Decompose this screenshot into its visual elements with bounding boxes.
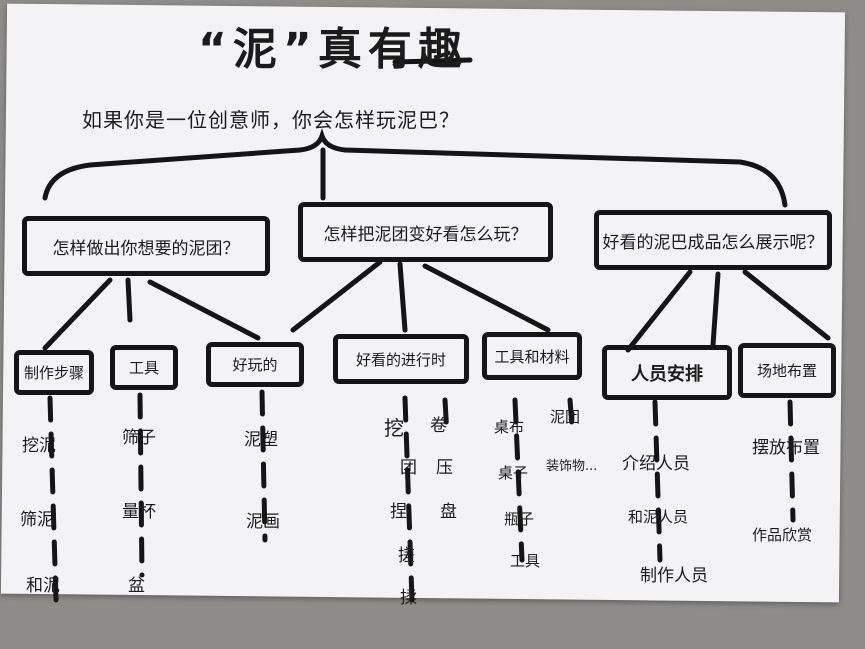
leaf-appreciate: 作品欣赏 — [752, 526, 813, 544]
b1-connector-mid — [125, 277, 133, 323]
node-staff: 人员安排 — [602, 345, 732, 400]
leaf-dig2: 挖 — [384, 416, 404, 440]
node-fun-label: 好玩的 — [232, 356, 278, 374]
b1-connector-left — [42, 277, 113, 351]
leaf-painting: 泥画 — [246, 512, 280, 532]
branch-play-clay: 怎样把泥团变好看怎么玩？ — [298, 202, 553, 262]
node-staff-label: 人员安排 — [631, 363, 703, 385]
branch-play-clay-label: 怎样把泥团变好看怎么玩？ — [323, 224, 528, 245]
b3-connector-left — [625, 269, 693, 353]
branch-display: 好看的泥巴成品怎么展示呢？ — [594, 210, 832, 270]
b3-connector-right — [742, 269, 831, 341]
node-tools: 工具 — [110, 345, 178, 390]
node-steps: 制作步骤 — [14, 350, 94, 395]
node-fun: 好玩的 — [206, 342, 304, 387]
page-title: “泥”真有趣 — [198, 24, 468, 75]
leaf-mix: 和泥 — [26, 576, 60, 596]
node-venue-label: 场地布置 — [756, 362, 817, 380]
leaf-line-steps — [47, 395, 59, 603]
node-tools-label: 工具 — [128, 359, 159, 377]
leaf-line-fun — [259, 389, 268, 543]
b2-connector-left — [290, 259, 383, 333]
leaf-sculpture: 泥塑 — [244, 430, 278, 450]
leaf-roll: 卷 — [430, 416, 447, 436]
node-materials: 工具和材料 — [482, 332, 582, 380]
title-underline — [392, 57, 473, 65]
leaf-arrange: 摆放布置 — [752, 438, 820, 458]
leaf-bottle: 瓶子 — [504, 510, 535, 528]
branch-display-label: 好看的泥巴成品怎么展示呢？ — [602, 232, 824, 253]
b3-connector-mid — [710, 271, 721, 348]
leaf-line-staff — [652, 399, 663, 563]
node-venue: 场地布置 — [738, 343, 836, 398]
branch-make-clay-label: 怎样做出你想要的泥团？ — [52, 238, 240, 259]
leaf-mixer: 和泥人员 — [628, 508, 689, 526]
leaf-table: 桌子 — [498, 464, 529, 482]
leaf-sieve: 筛泥 — [20, 510, 54, 530]
node-action-label: 好看的进行时 — [355, 350, 446, 369]
b2-connector-mid — [397, 261, 408, 333]
branch-make-clay: 怎样做出你想要的泥团？ — [22, 216, 270, 276]
leaf-sieve-tool: 筛子 — [122, 428, 156, 448]
leaf-coil: 盘 — [440, 502, 457, 522]
main-brace — [42, 128, 788, 208]
leaf-maker: 制作人员 — [640, 566, 708, 586]
leaf-pinch: 捏 — [390, 502, 407, 522]
node-steps-label: 制作步骤 — [23, 364, 84, 382]
leaf-dig: 挖泥 — [22, 436, 56, 456]
node-action: 好看的进行时 — [333, 334, 469, 384]
leaf-line-venue — [787, 399, 796, 523]
leaf-rub: 搓 — [398, 546, 415, 566]
leaf-tablecloth: 桌布 — [494, 418, 525, 436]
leaf-line-material2 — [567, 397, 575, 428]
leaf-tool: 工具 — [510, 552, 541, 570]
leaf-line-action2 — [442, 397, 450, 438]
leaf-decor: 装饰物... — [546, 459, 598, 474]
node-materials-label: 工具和材料 — [494, 347, 570, 366]
main-question: 如果你是一位创意师，你会怎样玩泥巴？ — [82, 108, 460, 132]
leaf-knead: 揉 — [400, 588, 417, 608]
leaf-press: 压 — [436, 458, 453, 478]
b2-connector-right — [422, 263, 551, 333]
leaf-introducer: 介绍人员 — [622, 454, 690, 474]
leaf-line-tools — [137, 392, 145, 578]
leaf-ball: 团 — [400, 458, 417, 478]
leaf-line-action — [402, 395, 415, 603]
leaf-cup: 量杯 — [122, 502, 156, 522]
b1-connector-right — [147, 279, 261, 341]
leaf-clayball: 泥团 — [550, 408, 581, 426]
leaf-line-material — [512, 397, 525, 563]
leaf-basin: 盆 — [128, 576, 145, 596]
